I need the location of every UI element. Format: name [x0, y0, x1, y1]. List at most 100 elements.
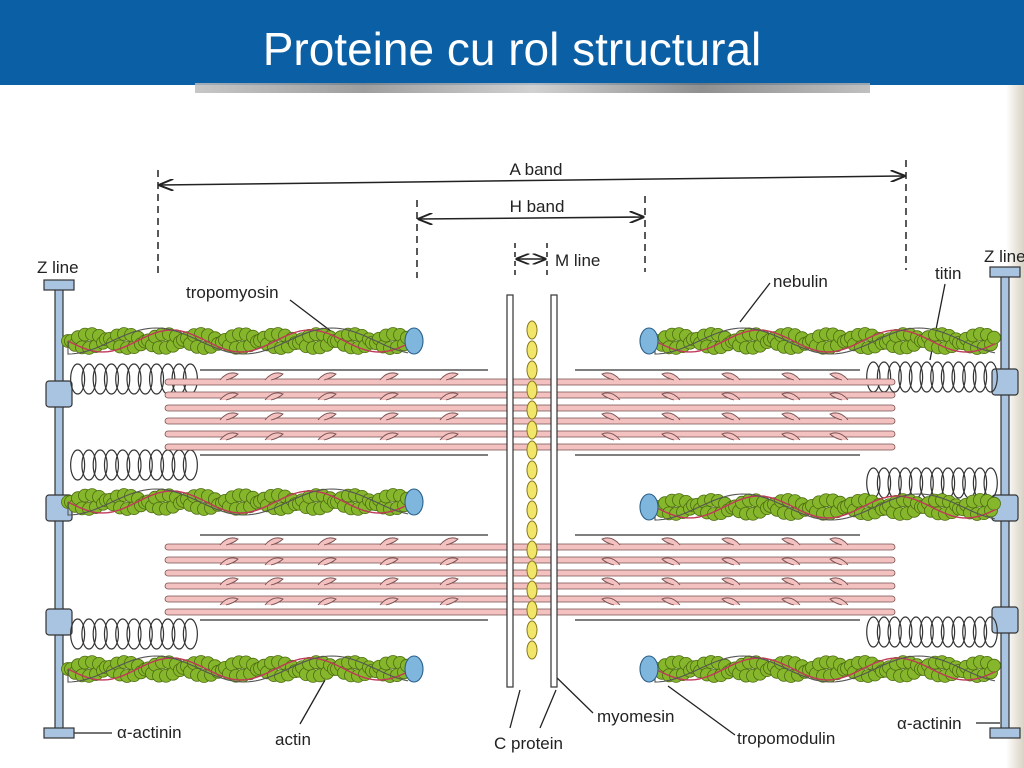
myosin-head — [264, 412, 284, 421]
titin-coil — [898, 361, 913, 393]
myomesin-bead — [526, 440, 538, 460]
titin-coil — [81, 449, 97, 481]
tropomyosin-strand — [67, 657, 409, 681]
titin-coil — [103, 363, 120, 395]
thin-filament — [639, 327, 1001, 355]
myomesin-bead — [526, 640, 538, 660]
myosin-head — [781, 372, 801, 381]
tropomodulin-cap — [404, 488, 424, 516]
myosin-head — [264, 577, 284, 586]
titin-coil — [126, 618, 142, 650]
myomesin-bead — [526, 580, 538, 600]
thin-filament — [61, 488, 424, 516]
z-disc-node — [991, 606, 1019, 634]
myosin-head — [219, 392, 239, 401]
actin-bead — [987, 330, 1001, 345]
titin-coil — [148, 449, 165, 481]
tropomyosin-strand — [654, 657, 996, 681]
myomesin-bead — [526, 420, 538, 440]
myomesin-pointer — [551, 672, 594, 714]
c-protein-label: C protein — [494, 734, 563, 753]
myosin-head — [721, 372, 741, 381]
nebulin-strand — [654, 655, 996, 683]
myosin-head — [829, 597, 849, 606]
myomesin-bead — [526, 460, 538, 480]
band-dimensions — [157, 160, 907, 278]
nebulin-strand — [67, 655, 409, 683]
h-band-label: H band — [510, 197, 565, 216]
titin-coil — [171, 449, 187, 481]
myomesin-bead — [526, 360, 538, 380]
myosin-head — [379, 557, 399, 566]
myosin-head — [781, 392, 801, 401]
alpha-actinin-right-label: α-actinin — [897, 714, 962, 733]
myosin-head — [219, 577, 239, 586]
myosin-head — [317, 432, 337, 441]
titin-spring — [70, 618, 198, 650]
titin-coil — [940, 361, 956, 393]
titin-coil — [92, 363, 108, 395]
myosin-head — [379, 372, 399, 381]
tropomyosin-label: tropomyosin — [186, 283, 279, 302]
myosin-head — [219, 432, 239, 441]
myosin-head — [721, 557, 741, 566]
tropomyosin-strand — [654, 329, 996, 353]
a-band-label: A band — [510, 160, 563, 179]
myosin-head — [829, 412, 849, 421]
tropomyosin-strand — [67, 490, 409, 514]
titin-coil — [81, 363, 97, 395]
myosin-head — [721, 537, 741, 546]
titin-coil — [115, 618, 131, 650]
myosin-head — [379, 412, 399, 421]
thin-filament — [639, 493, 1001, 521]
myomesin-bead — [526, 520, 538, 540]
nebulin-strand — [67, 488, 409, 516]
titin-spring — [866, 361, 998, 393]
titin-label: titin — [935, 264, 961, 283]
title-bar — [0, 0, 1024, 85]
actin-bead — [987, 658, 1001, 673]
myosin-head — [379, 577, 399, 586]
titin-coil — [919, 361, 934, 393]
titin-coil — [972, 361, 988, 393]
tropomyosin-strand — [67, 329, 409, 353]
thin-filament — [61, 327, 424, 355]
nebulin-strand — [654, 327, 996, 355]
photo-strip — [195, 83, 870, 93]
myosin-head — [829, 557, 849, 566]
titin-coil — [876, 616, 892, 648]
myosin-head — [661, 432, 681, 441]
tropomodulin-pointer — [667, 685, 736, 736]
h-band-arrow — [419, 217, 643, 219]
titin-coil — [137, 363, 153, 395]
thin-filament — [61, 655, 424, 683]
myosin-head — [601, 372, 621, 381]
myomesin-bead — [526, 540, 538, 560]
titin-coil — [126, 363, 142, 395]
z-line-right-label: Z line — [984, 247, 1024, 266]
myosin-head — [439, 577, 459, 586]
myosin-head — [721, 392, 741, 401]
myosin-head — [219, 412, 239, 421]
titin-coil — [70, 363, 86, 395]
myosin-head — [379, 392, 399, 401]
myosin-head — [601, 392, 621, 401]
myosin-head — [781, 577, 801, 586]
myomesin-bead — [526, 400, 538, 420]
myosin-head — [219, 557, 239, 566]
titin-coil — [126, 449, 142, 481]
titin-coil — [137, 618, 153, 650]
myomesin-label: myomesin — [597, 707, 674, 726]
actin-label: actin — [275, 730, 311, 749]
myosin-head — [317, 412, 337, 421]
myosin-head — [317, 597, 337, 606]
myosin-head — [439, 537, 459, 546]
titin-coil — [92, 618, 108, 650]
titin-coil — [103, 449, 120, 481]
myosin-head — [264, 372, 284, 381]
titin-coil — [137, 449, 153, 481]
titin-coil — [951, 361, 966, 393]
myosin-head — [661, 577, 681, 586]
myomesin-bead — [526, 480, 538, 500]
myosin-head — [829, 432, 849, 441]
